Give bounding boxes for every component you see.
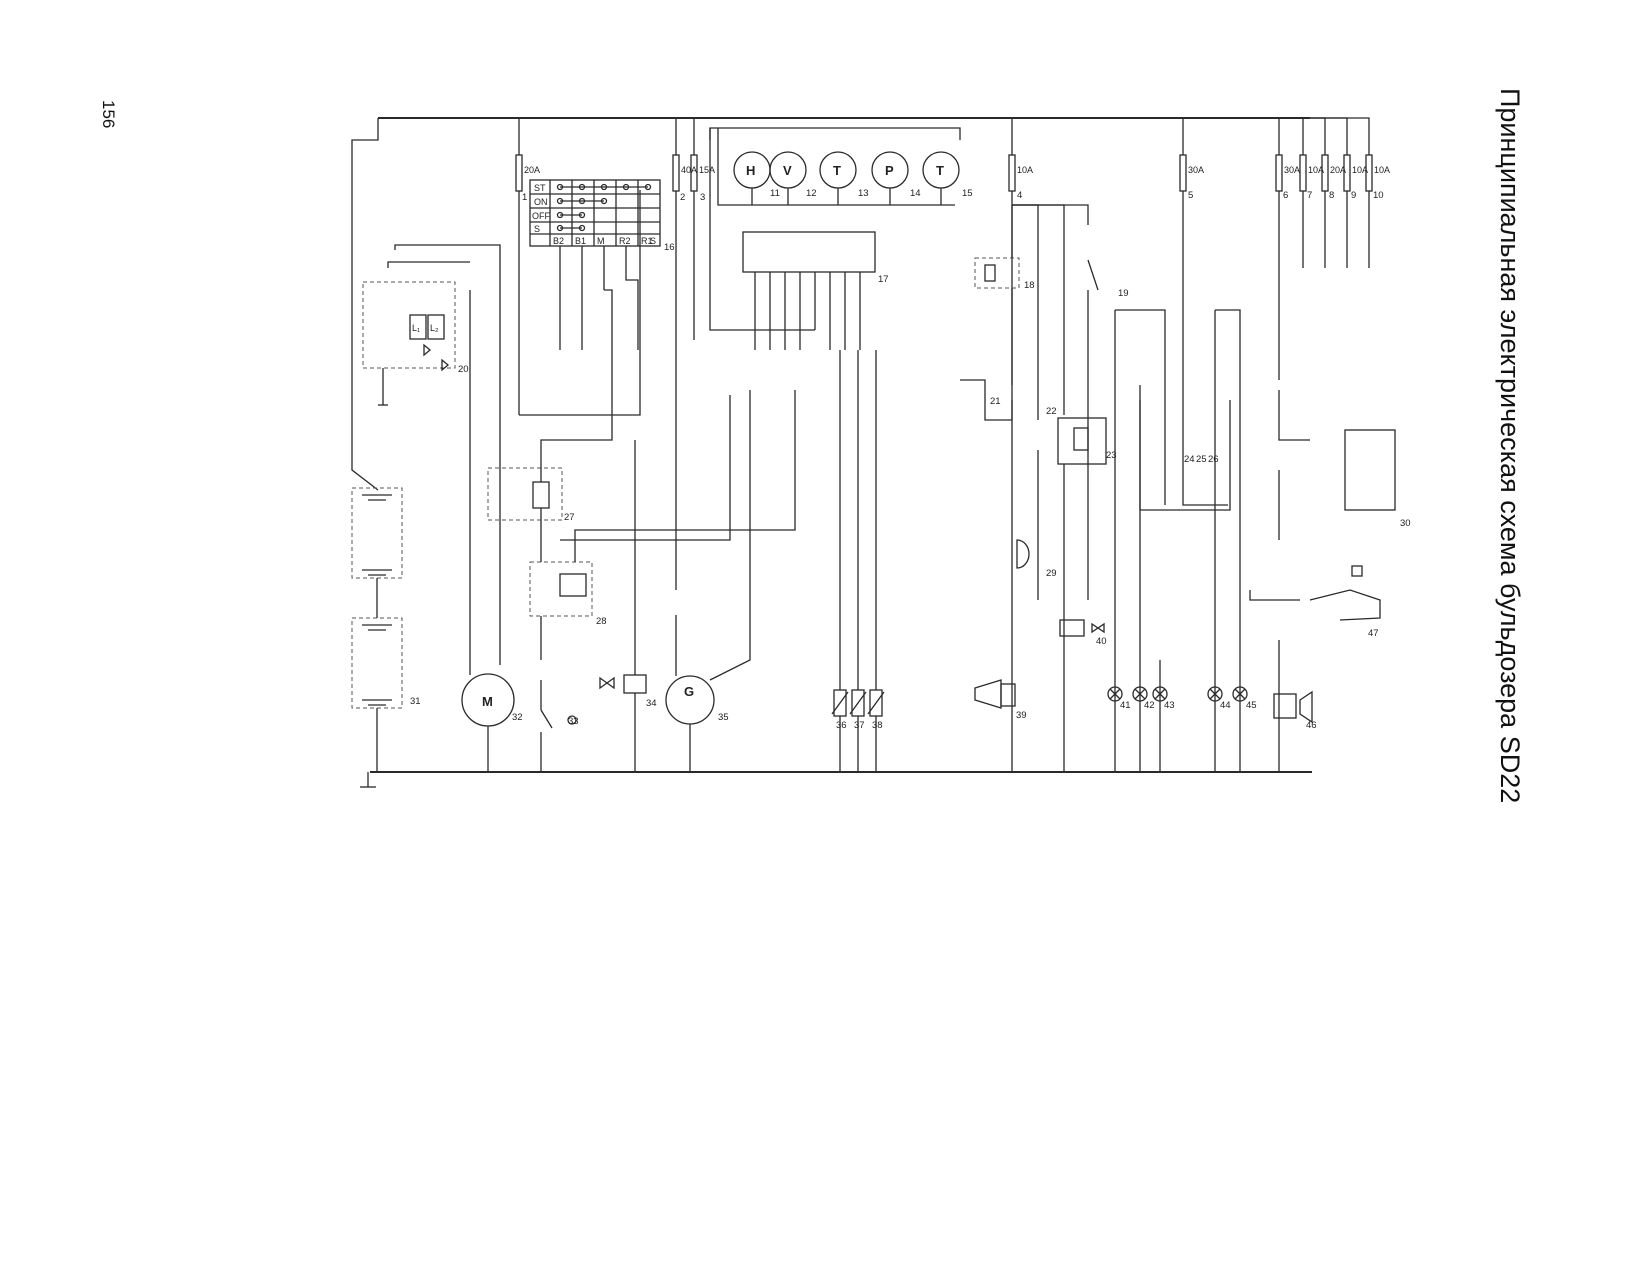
charging-regulator: L₁ L₂ — [362, 244, 501, 406]
svg-text:L₂: L₂ — [430, 323, 439, 333]
fuse-7-rating: 10A — [1308, 165, 1324, 175]
fuse-5-rating: 30A — [1188, 165, 1204, 175]
label-42: 42 — [1144, 700, 1155, 711]
radio-unit — [1344, 429, 1396, 511]
label-19: 19 — [1118, 288, 1129, 299]
label-13: 13 — [858, 188, 869, 199]
label-23: 23 — [1106, 450, 1117, 461]
label-38: 38 — [872, 720, 883, 731]
label-26: 26 — [1208, 454, 1219, 465]
label-41: 41 — [1120, 700, 1131, 711]
label-46: 46 — [1306, 720, 1317, 731]
label-32: 32 — [512, 712, 523, 723]
label-2: 2 — [680, 192, 685, 203]
fuse-row: 20A 40A 15A 10A 30A 30A 10A 20A 10A 10A — [515, 154, 1390, 192]
label-27: 27 — [564, 512, 575, 523]
relay-27 — [487, 290, 613, 665]
fuse-2 — [672, 154, 680, 192]
switch-col-b2: B2 — [553, 236, 564, 246]
svg-text:L₁: L₁ — [412, 323, 420, 333]
fuse-1-rating: 20A — [524, 165, 540, 175]
label-17: 17 — [878, 274, 889, 285]
label-7: 7 — [1307, 190, 1312, 201]
buzzer — [1273, 693, 1297, 719]
label-35: 35 — [718, 712, 729, 723]
fuse-9-rating: 10A — [1352, 165, 1368, 175]
svg-text:M: M — [482, 694, 493, 709]
switch-col-b1: B1 — [575, 236, 586, 246]
switch-row-st: ST — [534, 183, 546, 193]
label-10: 10 — [1373, 190, 1384, 201]
switch-col-s: S — [650, 236, 656, 246]
label-47: 47 — [1368, 628, 1379, 639]
relay-28 — [529, 390, 796, 660]
switch-row-off: OFF — [532, 211, 550, 221]
label-22: 22 — [1046, 406, 1057, 417]
gauge-cluster: H V T P T — [709, 127, 961, 206]
label-33: 33 — [568, 716, 579, 727]
fuse-8-rating: 20A — [1330, 165, 1346, 175]
fuse-5 — [1179, 154, 1187, 192]
switch-col-r1: R1 — [641, 236, 653, 246]
label-18: 18 — [1024, 280, 1035, 291]
battery-bank — [351, 487, 403, 772]
fuse-3-rating: 15A — [699, 165, 715, 175]
label-16: 16 — [664, 242, 675, 253]
fuse-2-rating: 40A — [681, 165, 697, 175]
label-5: 5 — [1188, 190, 1193, 201]
label-9: 9 — [1351, 190, 1356, 201]
label-8: 8 — [1329, 190, 1334, 201]
sender-units — [831, 350, 885, 772]
switch-col-r2: R2 — [619, 236, 631, 246]
label-39: 39 — [1016, 710, 1027, 721]
svg-text:G: G — [684, 684, 694, 699]
label-3: 3 — [700, 192, 705, 203]
label-30: 30 — [1400, 518, 1411, 529]
label-37: 37 — [854, 720, 865, 731]
label-6: 6 — [1283, 190, 1288, 201]
label-31: 31 — [410, 696, 421, 707]
fuse-6-rating: 30A — [1284, 165, 1300, 175]
fuse-10-rating: 10A — [1374, 165, 1390, 175]
switch-col-m: M — [597, 236, 605, 246]
label-36: 36 — [836, 720, 847, 731]
fuse-6 — [1275, 154, 1283, 192]
label-24: 24 — [1184, 454, 1195, 465]
label-11: 11 — [770, 188, 780, 199]
gauge-t2-label: T — [936, 163, 944, 178]
label-40: 40 — [1096, 636, 1107, 647]
fuse-7 — [1299, 154, 1307, 192]
gauge-v-label: V — [783, 163, 792, 178]
label-25: 25 — [1196, 454, 1207, 465]
ignition-switch-panel: ST ON OFF S B2 B1 M R2 R1 S — [529, 179, 661, 247]
switch-row-s: S — [534, 224, 540, 234]
switch-row-on: ON — [534, 197, 548, 207]
component-labels: 1 2 3 4 5 6 7 8 9 10 11 12 13 14 15 16 1… — [410, 188, 1411, 731]
label-15: 15 — [962, 188, 973, 199]
label-20: 20 — [458, 364, 469, 375]
label-4: 4 — [1017, 190, 1022, 201]
fuel-solenoid — [623, 674, 647, 694]
monitor-panel — [709, 128, 876, 350]
fuse-4-rating: 10A — [1017, 165, 1033, 175]
label-34: 34 — [646, 698, 657, 709]
label-29: 29 — [1046, 568, 1057, 579]
label-28: 28 — [596, 616, 607, 627]
label-12: 12 — [806, 188, 817, 199]
fuse-1 — [515, 154, 523, 192]
label-1: 1 — [522, 192, 527, 203]
gauge-h-label: H — [746, 163, 755, 178]
label-21: 21 — [990, 396, 1001, 407]
gauge-t1-label: T — [833, 163, 841, 178]
label-45: 45 — [1246, 700, 1257, 711]
label-43: 43 — [1164, 700, 1175, 711]
label-14: 14 — [910, 188, 921, 199]
label-44: 44 — [1220, 700, 1231, 711]
gauge-p-label: P — [885, 163, 894, 178]
fuse-4 — [1008, 154, 1016, 192]
